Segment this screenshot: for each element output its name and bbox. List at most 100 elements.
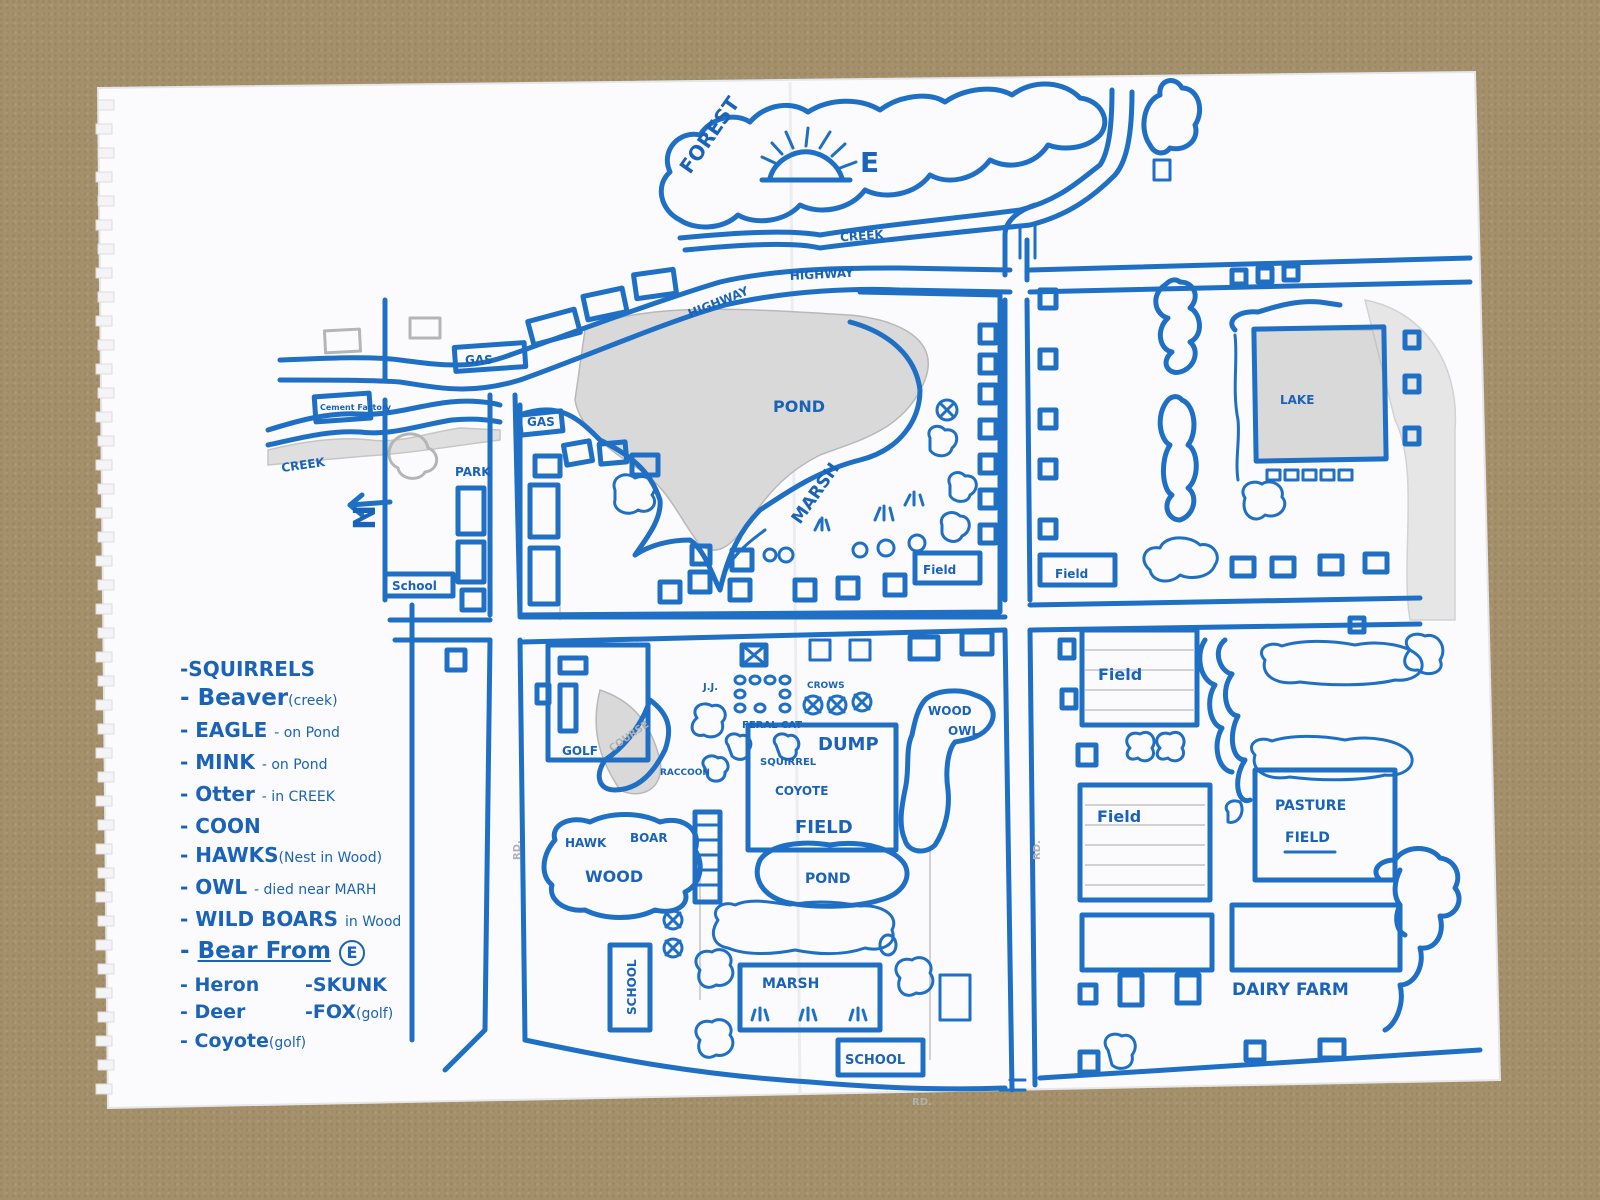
marsh-inner-curve [718, 528, 767, 592]
legend-heron: - Heron [180, 974, 260, 996]
label-field-right-1: Field [1098, 665, 1142, 684]
legend-coon-name: COON [195, 814, 261, 838]
label-marsh-bottom: MARSH [762, 976, 819, 992]
road-grid [382, 202, 1483, 1093]
legend-otter-note: - in CREEK [261, 789, 335, 805]
label-highway-2: HIGHWAY [789, 266, 854, 283]
marsh-trees-top [612, 398, 978, 564]
legend-mink-note: - on Pond [261, 757, 328, 773]
label-golf: GOLF [562, 744, 598, 758]
tree-top-right [1141, 78, 1202, 156]
trees-bottom-middle [662, 899, 935, 1059]
spiral-tab [97, 99, 115, 111]
label-park: PARK [455, 465, 491, 479]
legend-eagle-name: EAGLE [195, 718, 268, 742]
park-area [382, 432, 563, 613]
label-jj: J.J. [702, 682, 718, 693]
label-north: N [348, 505, 383, 530]
legend-hawks-note: (Nest in Wood) [278, 850, 383, 866]
spiral-tab [97, 867, 115, 879]
pond-bottom [754, 840, 910, 909]
spiral-tab [97, 243, 115, 255]
label-creek-top: CREEK [840, 227, 885, 244]
legend-owl-note: - died near MARH [254, 882, 377, 898]
label-school-vertical: SCHOOL [625, 959, 639, 1015]
label-field-right-2: Field [1097, 807, 1141, 826]
spiral-tab [95, 747, 113, 759]
label-wood-left: WOOD [585, 867, 643, 886]
legend-owl-name: OWL [195, 875, 248, 899]
label-cement-factory: Cement Factory [320, 403, 392, 412]
spiral-tab [97, 915, 115, 927]
label-squirrel: SQUIRREL [760, 757, 817, 768]
spiral-tab [97, 483, 115, 495]
block-top-left [517, 289, 1003, 618]
label-raccoon: RACCOON [660, 768, 710, 778]
label-coyote: COYOTE [775, 784, 828, 798]
label-crows: CROWS [807, 681, 845, 691]
spiral-tab [95, 651, 113, 663]
pond-marsh-outline [517, 319, 923, 593]
legend-bear-mark: E [338, 940, 365, 966]
spiral-tab [95, 555, 113, 567]
legend-squirrels: -SQUIRRELS [180, 657, 315, 681]
legend-eagle: - EAGLE - on Pond [180, 718, 340, 742]
spiral-tab [95, 507, 113, 519]
legend-beaver: - Beaver(creek) [180, 685, 338, 711]
spiral-tab [95, 411, 113, 423]
legend-coyote-name: - Coyote [180, 1030, 269, 1052]
label-field-lake: Field [1055, 567, 1088, 581]
north-arrow-icon [347, 492, 393, 518]
label-dump: DUMP [818, 734, 879, 755]
legend-coyote: - Coyote(golf) [180, 1028, 465, 1057]
sun-icon [759, 126, 858, 183]
label-rd-right: RD. [1032, 840, 1043, 860]
legend-otter-name: Otter [195, 782, 255, 806]
spiral-tab [97, 963, 115, 975]
houses-top-left [311, 266, 679, 438]
block-golf-dump [444, 629, 995, 905]
legend-boars: - WILD BOARS in Wood [180, 907, 402, 931]
creek-top [677, 87, 1135, 260]
spiral-tab [97, 387, 115, 399]
legend-otter: - Otter - in CREEK [180, 782, 335, 806]
spiral-tab [95, 315, 113, 327]
houses-top-center [560, 322, 999, 605]
label-pasture-1: PASTURE [1275, 798, 1346, 814]
spiral-tab [97, 627, 115, 639]
spiral-tab [95, 699, 113, 711]
legend-fox: -FOX(golf) [305, 999, 465, 1028]
spiral-tab [97, 819, 115, 831]
legend-skunk: -SKUNK [305, 974, 388, 996]
legend-fox-note: (golf) [356, 1006, 394, 1022]
spiral-tab [95, 1083, 113, 1095]
lake-block [1037, 263, 1422, 588]
legend-mink: - MINK - on Pond [180, 750, 328, 774]
legend-mink-name: MINK [195, 750, 255, 774]
label-school-left: School [392, 579, 437, 593]
label-school-bottom: SCHOOL [845, 1053, 905, 1068]
spiral-tab [97, 435, 115, 447]
legend-beaver-note: (creek) [288, 693, 338, 709]
spiral-tab [95, 363, 113, 375]
spiral-tab [97, 195, 115, 207]
spiral-tab [97, 723, 115, 735]
spiral-tab [95, 171, 113, 183]
spiral-tab [95, 939, 113, 951]
legend-coon: - COON [180, 814, 261, 838]
spiral-tab [95, 987, 113, 999]
label-pond-top: POND [773, 397, 825, 416]
label-field-center: Field [923, 563, 956, 577]
label-field-dump: FIELD [795, 817, 853, 838]
legend-owl: - OWL - died near MARH [180, 875, 377, 899]
legend-coyote-note: (golf) [268, 1035, 307, 1051]
label-creek-left: CREEK [280, 455, 326, 475]
spiral-tab [97, 531, 115, 543]
spiral-tab [97, 771, 115, 783]
spiral-tab [95, 843, 113, 855]
label-boar: BOAR [630, 831, 668, 845]
label-pond-bottom: POND [805, 871, 851, 887]
torn-spiral-edge [95, 99, 115, 1095]
hawk-boar-wood [541, 812, 703, 920]
